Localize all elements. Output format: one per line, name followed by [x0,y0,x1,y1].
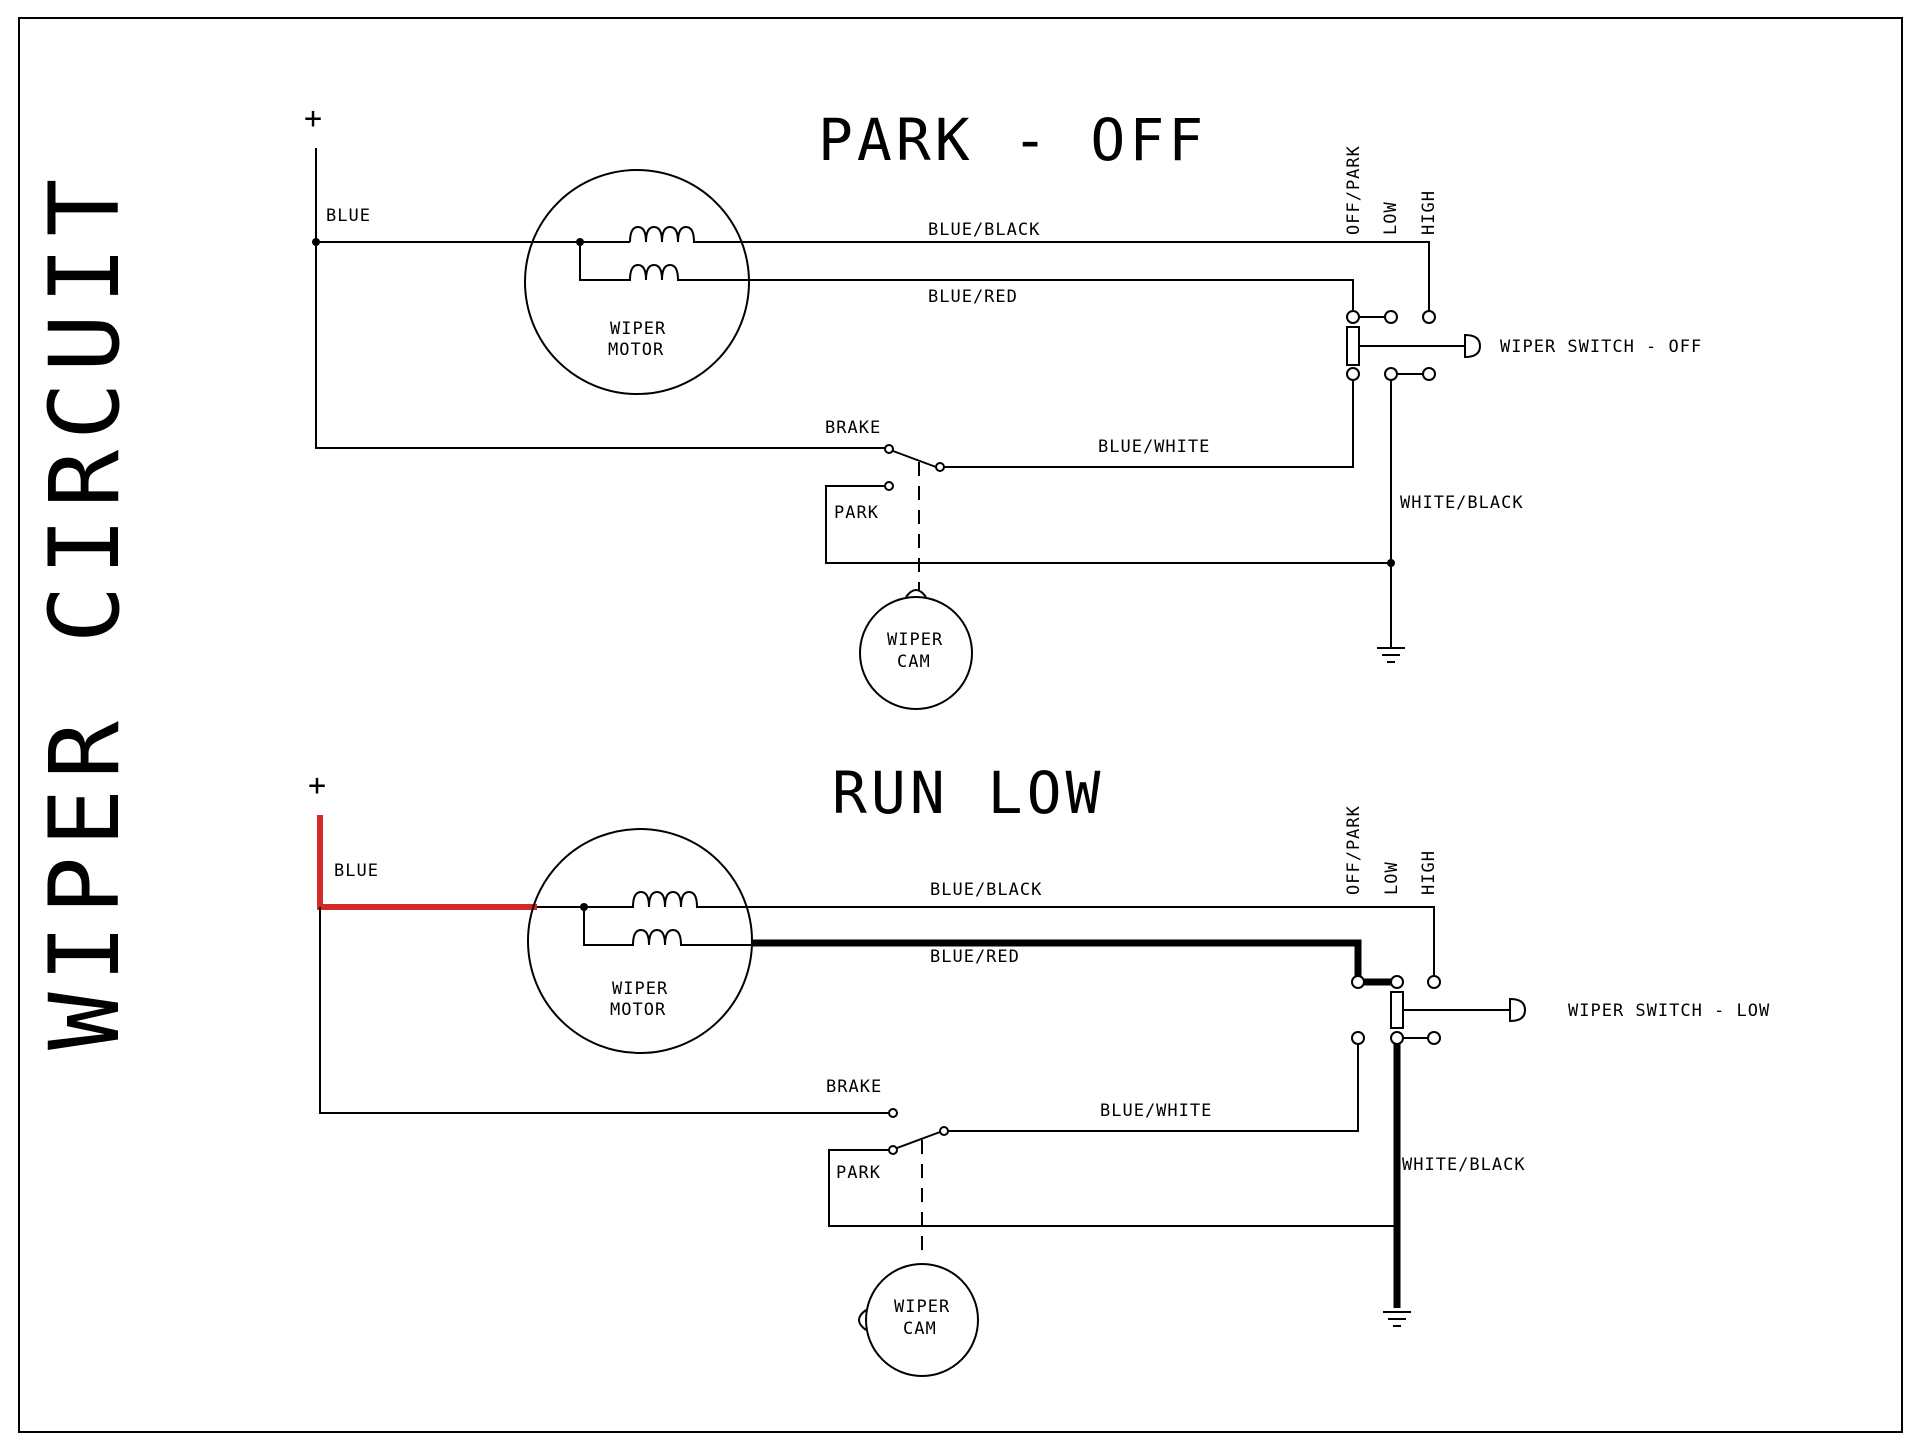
motor-coil-low [583,907,754,946]
wiper-motor [524,169,750,395]
contact-park [888,1145,898,1155]
label-park: PARK [836,1163,881,1183]
ground-symbol [1383,1311,1411,1327]
switch-label: WIPER SWITCH - LOW [1568,1001,1770,1021]
motor-coil-high [580,225,700,243]
panel-park-off: PARK - OFF + BLUE WIPER MOTOR BLUE/BLACK… [304,101,1702,710]
contact-common [1351,1031,1365,1045]
contact-low [1390,975,1404,989]
page-frame [18,17,1903,1433]
cam-label: WIPER [887,630,943,650]
contact-park [884,481,894,491]
blue-white-wire [946,1044,1359,1132]
label-blue-black: BLUE/BLACK [928,220,1040,240]
label-blue: BLUE [334,861,379,881]
label-high: HIGH [1419,190,1439,235]
blue-black-wire [700,241,1430,310]
contact-ground-high [1427,1031,1441,1045]
label-blue-black: BLUE/BLACK [930,880,1042,900]
park-wire [825,485,1391,564]
park-wire [828,1149,1397,1227]
cam-switch-blade [892,450,937,468]
label-brake: BRAKE [825,418,881,438]
motor-coil-high [584,890,703,908]
blue-white-wire [942,380,1354,468]
contact-ground [1390,1031,1404,1045]
label-brake: BRAKE [826,1077,882,1097]
plus-terminal: + [308,768,326,803]
label-white-black: WHITE/BLACK [1400,493,1524,513]
label-blue: BLUE [326,206,371,226]
plus-terminal: + [304,101,322,136]
contact-off-park [1351,975,1365,989]
switch-actuator [1359,333,1482,359]
panel-title: RUN LOW [832,759,1104,827]
label-park: PARK [834,503,879,523]
motor-label: MOTOR [610,1000,666,1020]
switch-label: WIPER SWITCH - OFF [1500,337,1702,357]
blue-red-wire-active [752,939,1397,986]
contact-high [1427,975,1441,989]
blue-wire [315,148,887,449]
blue-red-wire [749,279,1354,310]
switch-wiper [1390,991,1404,1029]
motor-label: MOTOR [608,340,664,360]
contact-ground-high [1422,367,1436,381]
contact-ground [1384,367,1398,381]
wiper-cam [859,596,973,710]
cam-label: WIPER [894,1297,950,1317]
contact-common-cam [939,1126,949,1136]
label-white-black: WHITE/BLACK [1402,1155,1526,1175]
label-high: HIGH [1419,850,1439,895]
junction [312,238,320,246]
contact-brake [888,1108,898,1118]
label-low: LOW [1382,861,1402,895]
label-off-park: OFF/PARK [1344,805,1364,895]
cam-label: CAM [903,1319,937,1339]
switch-wiper [1346,326,1360,366]
label-off-park: OFF/PARK [1344,145,1364,235]
ground-symbol [1377,647,1405,663]
cam-lobe [858,1309,867,1331]
junction [1387,559,1395,567]
panel-title: PARK - OFF [818,106,1207,174]
panel-run-low: RUN LOW + BLUE WIPER MOTOR BLUE/BLACK BL… [308,759,1770,1377]
wiper-cam [865,1263,979,1377]
switch-actuator [1403,997,1527,1023]
motor-label: WIPER [610,319,666,339]
contact-common [1346,367,1360,381]
contact-off-park [1346,310,1360,324]
contact-common-cam [935,462,945,472]
blue-wire [319,907,890,1114]
cam-lobe [905,589,927,598]
cam-switch-blade [896,1131,941,1149]
label-blue-white: BLUE/WHITE [1100,1101,1212,1121]
contact-brake [884,444,894,454]
label-blue-white: BLUE/WHITE [1098,437,1210,457]
blue-black-wire [703,906,1435,975]
contact-low [1384,310,1398,324]
motor-coil-low [579,242,749,281]
side-title: WIPER CIRCUIT [29,169,141,1050]
label-blue-red: BLUE/RED [928,287,1018,307]
label-low: LOW [1381,201,1401,235]
contact-high [1422,310,1436,324]
label-blue-red: BLUE/RED [930,947,1020,967]
cam-label: CAM [897,652,931,672]
motor-label: WIPER [612,979,668,999]
